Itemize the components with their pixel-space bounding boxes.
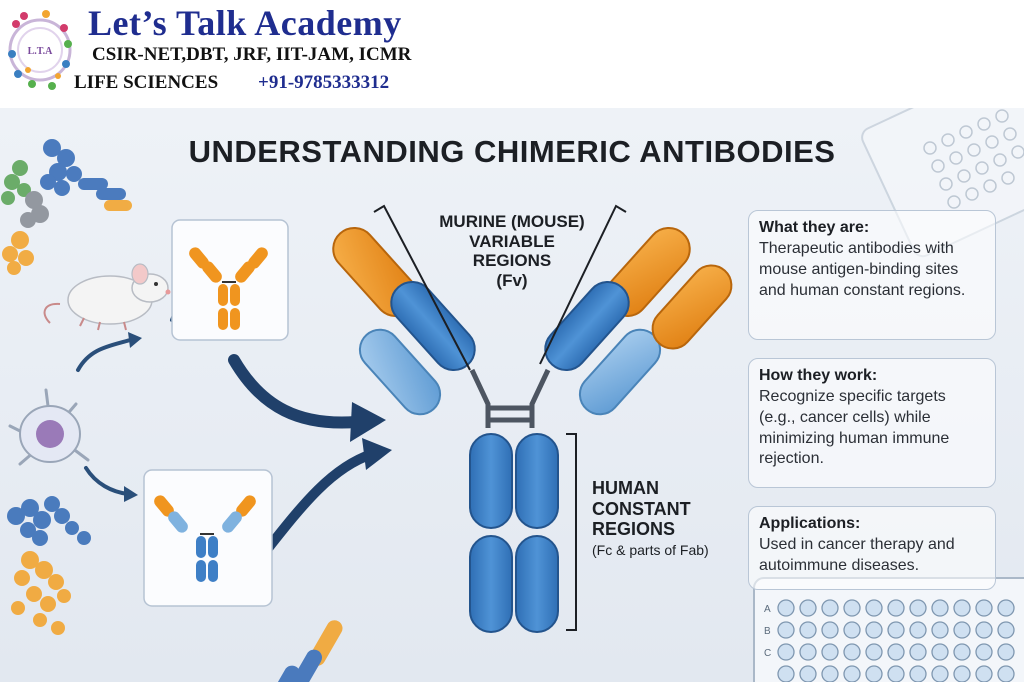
card-applications: Applications: Used in cancer therapy and… [748, 506, 996, 590]
human-label-line1: HUMAN [592, 478, 659, 498]
murine-variable-light-right [651, 264, 733, 350]
murine-bracket-left [373, 204, 471, 371]
illustration: A B C [1, 108, 1024, 682]
fc-ch2-right [515, 433, 559, 529]
human-bracket [566, 433, 577, 631]
murine-bracket-right [539, 204, 627, 365]
human-region-label: HUMAN CONSTANT REGIONS (Fc & parts of Fa… [592, 478, 742, 558]
murine-label-line1: MURINE (MOUSE) [439, 212, 585, 231]
brand-name: Let’s Talk Academy [88, 3, 402, 43]
human-antibody-card [143, 469, 273, 607]
academy-logo: L.T.A [8, 10, 72, 90]
well-plate-bottom: A B C [753, 577, 1024, 682]
exam-list: CSIR-NET,DBT, JRF, IIT-JAM, ICMR [92, 44, 412, 65]
phone-number[interactable]: +91-9785333312 [258, 72, 390, 93]
human-label-line2: CONSTANT [592, 498, 691, 519]
human-label-line3: REGIONS [592, 519, 676, 540]
infographic: A B C [0, 108, 1024, 682]
murine-label-line2: VARIABLE [469, 231, 555, 251]
murine-label-line3: REGIONS [472, 251, 552, 271]
plate-row-c: C [764, 648, 771, 659]
chimeric-antibody [332, 226, 733, 633]
fc-ch2-left [469, 433, 513, 529]
card-heading: What they are: [759, 219, 870, 236]
arrow-mouse-to-antibody [76, 338, 132, 372]
subject-label: LIFE SCIENCES [74, 72, 219, 93]
plate-row-b: B [764, 626, 771, 637]
background-antibody-bottom [272, 620, 343, 682]
card-how-they-work: How they work: Recognize specific target… [748, 358, 996, 488]
background-protein-top [1, 139, 132, 275]
header: L.T.A Let’s Talk Academy CSIR-NET,DBT, J… [0, 0, 1024, 108]
constant-cl-left [358, 328, 442, 416]
mouse-icon [43, 263, 171, 331]
murine-label-line4: (Fv) [496, 270, 528, 290]
fc-ch3-left [469, 535, 513, 633]
big-arrow-top [228, 354, 362, 429]
card-what-they-are: What they are: Therapeutic antibodies wi… [748, 210, 996, 340]
constant-ch1-right [544, 280, 630, 372]
page-title: UNDERSTANDING CHIMERIC ANTIBODIES [188, 134, 836, 169]
arrow-cell-to-human-antibody [84, 466, 130, 496]
card-heading: Applications: [759, 515, 861, 532]
card-body: Recognize specific targets (e.g., cancer… [759, 388, 950, 468]
card-body: Used in cancer therapy and autoimmune di… [759, 536, 955, 574]
murine-region-label: MURINE (MOUSE) VARIABLE REGIONS (Fv) [420, 212, 604, 290]
big-arrow-bottom [257, 449, 377, 561]
human-label-line4: (Fc & parts of Fab) [592, 542, 709, 559]
card-body: Therapeutic antibodies with mouse antige… [759, 240, 966, 299]
plate-row-a: A [764, 604, 771, 615]
immune-cell-icon [8, 388, 90, 466]
fc-ch3-right [515, 535, 559, 633]
background-protein-bottom [7, 496, 91, 635]
mouse-antibody-card [171, 219, 289, 341]
card-heading: How they work: [759, 367, 878, 384]
svg-text:L.T.A: L.T.A [28, 46, 54, 57]
